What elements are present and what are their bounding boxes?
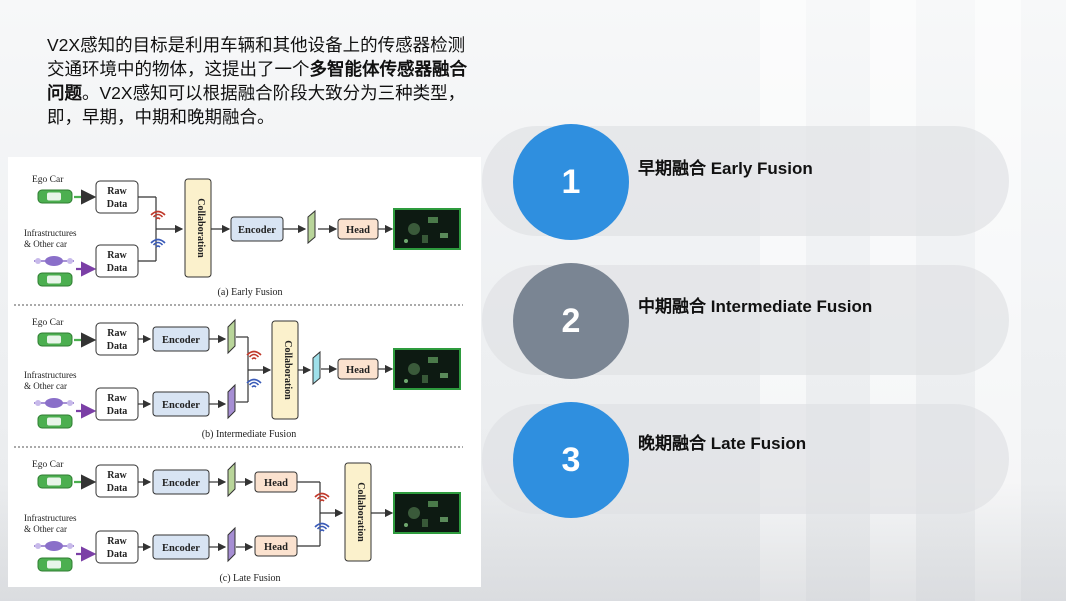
- number-badge-1: 1: [513, 124, 629, 240]
- raw-data-box: [95, 464, 139, 498]
- head-label: Head: [346, 225, 370, 236]
- feature-map: [227, 318, 236, 355]
- ego-car-label: Ego Car: [32, 175, 64, 185]
- feature-map: [307, 209, 316, 245]
- signal-blue-icon: [150, 238, 166, 248]
- head-label: Head: [264, 478, 288, 489]
- head-label: Head: [346, 365, 370, 376]
- ego-car-icon: [37, 332, 73, 347]
- fusion-diagram: Ego Car Raw Data Infrastructures & Other…: [8, 157, 481, 587]
- raw-label: Raw: [107, 186, 127, 197]
- number-badge-3: 3: [513, 402, 629, 518]
- fusion-diagram-svg: Ego Car Raw Data Infrastructures & Other…: [14, 175, 463, 584]
- signal-red-icon: [314, 492, 330, 502]
- caption-intermediate-fusion: (b) Intermediate Fusion: [202, 429, 296, 440]
- data-label: Data: [107, 341, 128, 352]
- ego-car-icon: [37, 474, 73, 489]
- signal-blue-icon: [314, 522, 330, 532]
- raw-label: Raw: [107, 536, 127, 547]
- collaboration-label: Collaboration: [282, 340, 293, 400]
- early-fusion-panel: Ego Car Raw Data Infrastructures & Other…: [24, 175, 461, 298]
- signal-blue-icon: [246, 378, 262, 388]
- other-car-icon: [37, 272, 73, 287]
- collaboration-box: [184, 178, 212, 278]
- ego-car-label: Ego Car: [32, 460, 64, 470]
- ego-car-icon: [37, 189, 73, 204]
- feature-map: [227, 383, 236, 420]
- collaboration-label: Collaboration: [195, 198, 206, 258]
- other-car-label: & Other car: [24, 381, 67, 391]
- other-car-icon: [37, 557, 73, 572]
- intro-paragraph: V2X感知的目标是利用车辆和其他设备上的传感器检测交通环境中的物体，这提出了一个…: [47, 33, 472, 129]
- collaboration-box: [344, 462, 372, 562]
- data-label: Data: [107, 549, 128, 560]
- feature-map: [227, 461, 236, 498]
- data-label: Data: [107, 263, 128, 274]
- raw-label: Raw: [107, 250, 127, 261]
- intro-text-1: V2X感知的目标是利用车辆和其他设备上的传感器检测交通环境中的物体，这提出了一个: [47, 35, 466, 79]
- detection-output-image: [393, 208, 461, 250]
- detection-output-image: [393, 492, 461, 534]
- label-late-fusion: 晚期融合 Late Fusion: [638, 434, 807, 453]
- number-badge-2: 2: [513, 263, 629, 379]
- caption-late-fusion: (c) Late Fusion: [219, 573, 280, 584]
- raw-label: Raw: [107, 393, 127, 404]
- infrastructure-label: Infrastructures: [24, 370, 77, 380]
- detection-output-image: [393, 348, 461, 390]
- intro-text-2: 。V2X感知可以根据融合阶段大致分为三种类型，即，早期，中期和晚期融合。: [47, 83, 466, 127]
- number-3: 3: [561, 440, 581, 479]
- encoder-label: Encoder: [162, 335, 200, 346]
- drone-icon: [33, 540, 75, 552]
- caption-early-fusion: (a) Early Fusion: [218, 287, 283, 298]
- encoder-label: Encoder: [162, 543, 200, 554]
- intermediate-fusion-panel: Ego Car Raw Data Encoder Infrastructures…: [24, 318, 461, 440]
- number-1: 1: [561, 162, 581, 201]
- label-early-fusion: 早期融合 Early Fusion: [638, 159, 813, 178]
- intro-bold-text: 多智能体传感器融合问题: [47, 59, 467, 103]
- infrastructure-label: Infrastructures: [24, 228, 77, 238]
- ego-car-label: Ego Car: [32, 318, 64, 328]
- raw-label: Raw: [107, 328, 127, 339]
- drone-icon: [33, 255, 75, 267]
- head-label: Head: [264, 542, 288, 553]
- data-label: Data: [107, 483, 128, 494]
- encoder-label: Encoder: [162, 400, 200, 411]
- drone-icon: [33, 397, 75, 409]
- feature-map: [227, 526, 236, 563]
- collaboration-label: Collaboration: [355, 482, 366, 542]
- infrastructure-label: Infrastructures: [24, 513, 77, 523]
- signal-red-icon: [150, 210, 166, 220]
- raw-label: Raw: [107, 470, 127, 481]
- number-2: 2: [561, 301, 581, 340]
- other-car-label: & Other car: [24, 524, 67, 534]
- data-label: Data: [107, 199, 128, 210]
- encoder-label: Encoder: [162, 478, 200, 489]
- fused-feature-map: [312, 350, 321, 386]
- signal-red-icon: [246, 350, 262, 360]
- encoder-label: Encoder: [238, 225, 276, 236]
- other-car-icon: [37, 414, 73, 429]
- label-intermediate-fusion: 中期融合 Intermediate Fusion: [638, 297, 873, 316]
- late-fusion-panel: Ego Car Raw Data Encoder Head Infrastruc…: [24, 460, 461, 584]
- data-label: Data: [107, 406, 128, 417]
- other-car-label: & Other car: [24, 239, 67, 249]
